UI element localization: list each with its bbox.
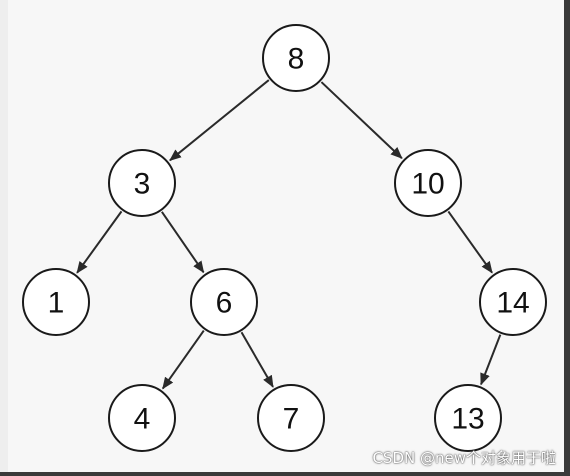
edge-n3-to-n1	[76, 210, 123, 274]
node-circle	[394, 149, 462, 217]
tree-node-14: 14	[479, 268, 547, 336]
tree-node-4: 4	[108, 384, 176, 452]
node-label: 4	[134, 403, 151, 436]
node-label: 1	[48, 287, 65, 320]
node-circle	[22, 268, 90, 336]
edges-layer	[76, 79, 502, 390]
node-circle	[257, 384, 325, 452]
node-label: 3	[134, 168, 151, 201]
edge-n10-to-n14	[447, 210, 493, 274]
node-label: 8	[288, 43, 305, 76]
edge-n3-to-n6	[161, 211, 205, 274]
node-label: 14	[496, 287, 529, 320]
watermark-text: CSDN @new个对象用于啦	[372, 449, 556, 467]
node-circle	[262, 24, 330, 92]
node-circle	[108, 149, 176, 217]
edge-n6-to-n4	[161, 330, 205, 390]
edge-n6-to-n7	[240, 331, 274, 388]
tree-node-13: 13	[434, 384, 502, 452]
frame-right-edge	[564, 0, 570, 476]
node-label: 6	[216, 287, 233, 320]
node-circle	[479, 268, 547, 336]
tree-node-10: 10	[394, 149, 462, 217]
tree-node-7: 7	[257, 384, 325, 452]
node-label: 13	[451, 403, 484, 436]
edge-n8-to-n10	[320, 81, 403, 159]
node-circle	[190, 268, 258, 336]
tree-node-8: 8	[262, 24, 330, 92]
frame-left-edge	[0, 0, 8, 476]
edge-n14-to-n13	[480, 334, 502, 386]
tree-node-3: 3	[108, 149, 176, 217]
node-circle	[108, 384, 176, 452]
tree-node-6: 6	[190, 268, 258, 336]
node-circle	[434, 384, 502, 452]
frame-bottom-edge	[0, 472, 570, 476]
nodes-layer: 8 3 10 1 6 14 4 7 13	[22, 24, 547, 452]
node-label: 10	[411, 168, 444, 201]
edge-n8-to-n3	[169, 79, 270, 162]
node-label: 7	[283, 403, 300, 436]
tree-node-1: 1	[22, 268, 90, 336]
